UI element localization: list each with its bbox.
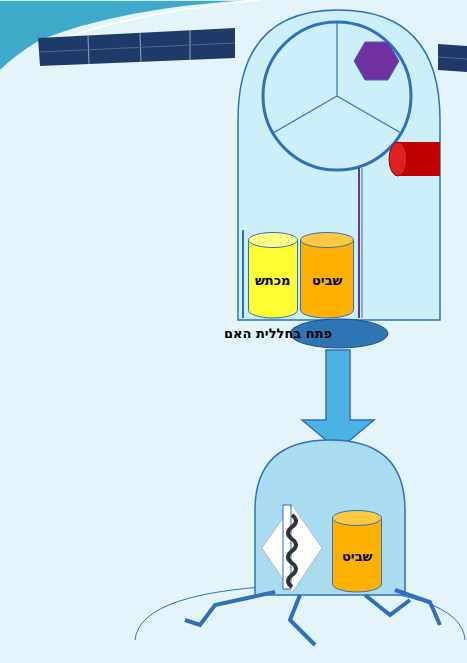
cylinder-side <box>333 518 382 592</box>
cylinder-top <box>249 233 298 248</box>
solar-panel <box>38 28 235 66</box>
node-outline <box>46 318 389 349</box>
cylinder-top <box>333 511 382 526</box>
chain-tool <box>262 505 322 593</box>
cylinder-top <box>301 233 354 248</box>
lander-body <box>255 440 405 595</box>
cylinder-label: שביט <box>342 549 372 564</box>
wheel-spoke <box>273 96 337 133</box>
lander-leg <box>185 590 440 645</box>
cylinder-box: שביט <box>332 510 382 592</box>
hatch-ellipse: פתח בחללית האם <box>46 318 389 349</box>
divider <box>242 230 244 318</box>
divider <box>362 168 363 318</box>
mothership-body <box>238 10 440 320</box>
hatch-label: פתח בחללית האם <box>224 326 332 341</box>
solar-panel <box>438 44 467 72</box>
wheel-spoke <box>337 96 401 133</box>
cylinder-box: שביט <box>300 232 354 318</box>
cylinder-side <box>301 240 354 318</box>
wheel <box>263 22 411 170</box>
red-cylinder <box>389 142 440 176</box>
divider <box>358 168 360 318</box>
cylinder-side <box>249 240 298 318</box>
cylinder-label: שביט <box>312 273 342 288</box>
hexagon <box>354 42 399 80</box>
cylinder-box: מכתש <box>248 232 298 318</box>
wheel-spoke <box>336 22 337 96</box>
corner-swoosh <box>0 0 250 70</box>
down-arrow <box>302 350 374 450</box>
cylinder-label: מכתש <box>255 273 291 288</box>
